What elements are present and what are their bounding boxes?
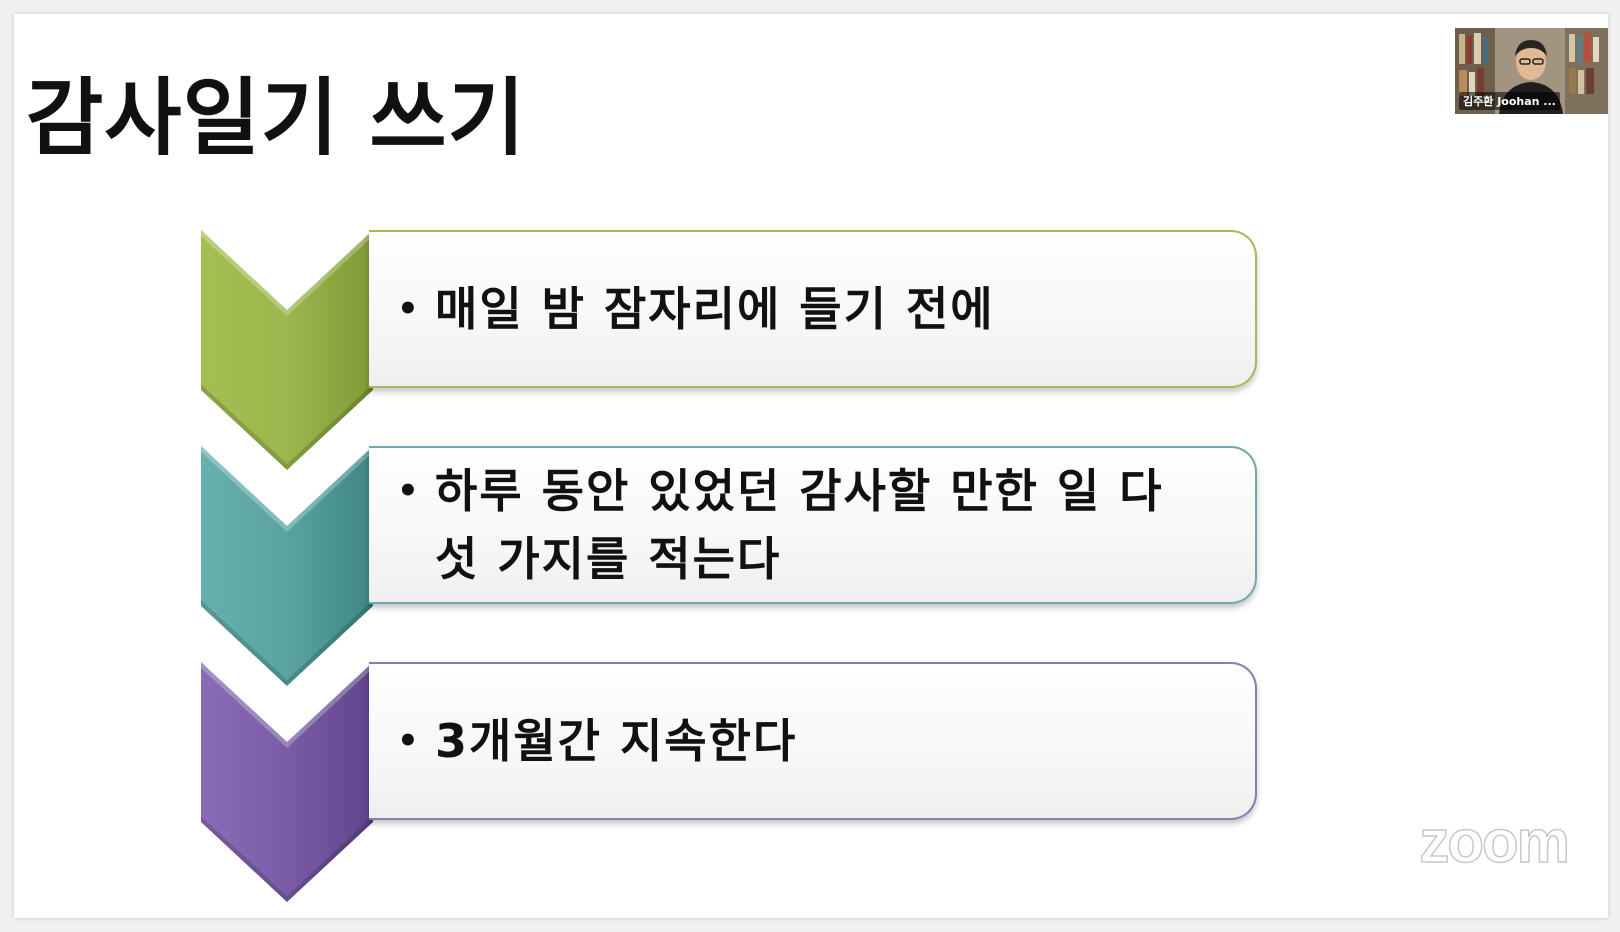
bullet-text: 매일 밤 잠자리에 들기 전에 [435,282,995,336]
chevron-down-icon [201,446,373,686]
bullet-dot: • [397,471,419,511]
bullet-text: 하루 동안 있었던 감사할 만한 일 다섯 가지를 적는다 [435,464,1164,586]
participant-video-feed [1455,28,1608,114]
bullet-dot: • [397,289,419,329]
slide-title: 감사일기 쓰기 [26,69,526,167]
bullet-item: • 하루 동안 있었던 감사할 만한 일 다섯 가지를 적는다 [397,457,1195,593]
bullet-item: • 매일 밤 잠자리에 들기 전에 [397,275,995,343]
step-text-box: • 3개월간 지속한다 [369,662,1257,820]
process-step-3: • 3개월간 지속한다 [201,662,1281,902]
zoom-logo-watermark: zoom [1419,808,1571,875]
participant-name-label: 김주환 Joohan ... [1459,92,1560,110]
process-step-1: • 매일 밤 잠자리에 들기 전에 [201,230,1281,470]
presentation-slide: 감사일기 쓰기 • 매일 밤 잠자리에 들기 전에 [14,14,1608,918]
bullet-item: • 3개월간 지속한다 [397,707,797,775]
process-step-2: • 하루 동안 있었던 감사할 만한 일 다섯 가지를 적는다 [201,446,1281,686]
chevron-down-icon [201,230,373,470]
step-text-box: • 하루 동안 있었던 감사할 만한 일 다섯 가지를 적는다 [369,446,1257,604]
participant-video-tile[interactable]: 김주환 Joohan ... [1455,28,1608,114]
bullet-dot: • [397,721,419,761]
chevron-down-icon [201,662,373,902]
step-text-box: • 매일 밤 잠자리에 들기 전에 [369,230,1257,388]
bullet-text: 3개월간 지속한다 [435,714,798,768]
